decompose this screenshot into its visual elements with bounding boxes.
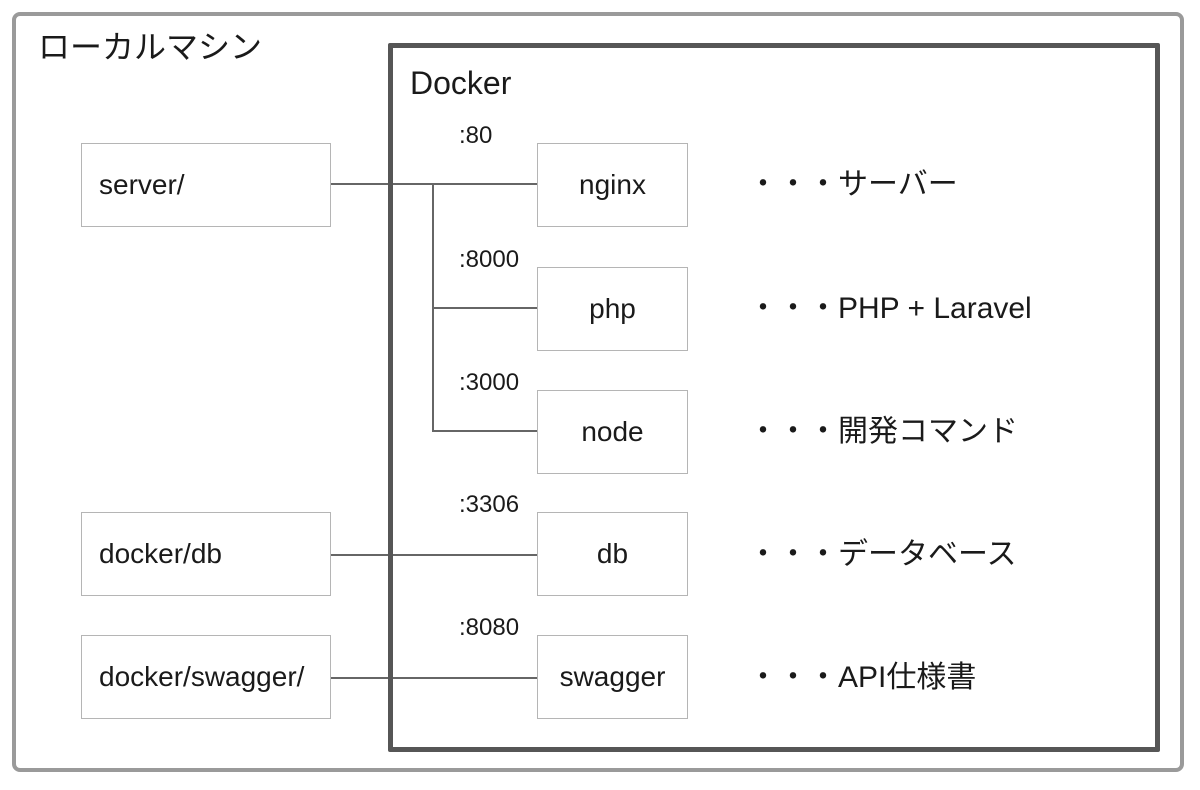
container-box-node: node xyxy=(537,390,688,474)
connector-dockerdb-to-db xyxy=(331,554,537,556)
annotation-db: ・・・データベース xyxy=(748,538,1017,571)
port-label-swagger: :8080 xyxy=(459,614,520,641)
annotation-php: ・・・PHP + Laravel xyxy=(748,292,1032,325)
annotation-nginx: ・・・サーバー xyxy=(748,168,958,201)
container-box-swagger-label: swagger xyxy=(559,661,666,692)
port-label-node: :3000 xyxy=(459,369,520,396)
container-box-db: db xyxy=(537,512,688,596)
host-box-docker-db: docker/db xyxy=(81,512,331,596)
host-box-docker-swagger: docker/swagger/ xyxy=(81,635,331,719)
container-box-db-label: db xyxy=(596,538,629,569)
container-box-nginx-label: nginx xyxy=(579,169,646,200)
docker-box: Docker xyxy=(388,43,1160,752)
host-box-server: server/ xyxy=(81,143,331,227)
docker-label: Docker xyxy=(410,65,512,101)
container-box-nginx: nginx xyxy=(537,143,688,227)
port-label-nginx: :80 xyxy=(459,122,493,149)
annotation-node: ・・・開発コマンド xyxy=(748,415,1018,448)
host-box-docker-db-label: docker/db xyxy=(99,538,222,569)
port-label-php: :8000 xyxy=(459,246,520,273)
local-machine-label: ローカルマシン xyxy=(38,29,263,65)
connector-branch-to-php xyxy=(433,307,537,309)
connector-dockerswagger-to-swagger xyxy=(331,677,537,679)
annotation-swagger: ・・・API仕様書 xyxy=(748,661,977,694)
container-box-swagger: swagger xyxy=(537,635,688,719)
connector-server-to-branch xyxy=(331,183,537,185)
host-box-server-label: server/ xyxy=(99,169,185,200)
container-box-php: php xyxy=(537,267,688,351)
port-label-db: :3306 xyxy=(459,491,520,518)
connector-branch-to-node xyxy=(433,430,537,432)
container-box-node-label: node xyxy=(581,416,644,447)
host-box-docker-swagger-label: docker/swagger/ xyxy=(99,661,305,692)
container-box-php-label: php xyxy=(589,293,636,324)
